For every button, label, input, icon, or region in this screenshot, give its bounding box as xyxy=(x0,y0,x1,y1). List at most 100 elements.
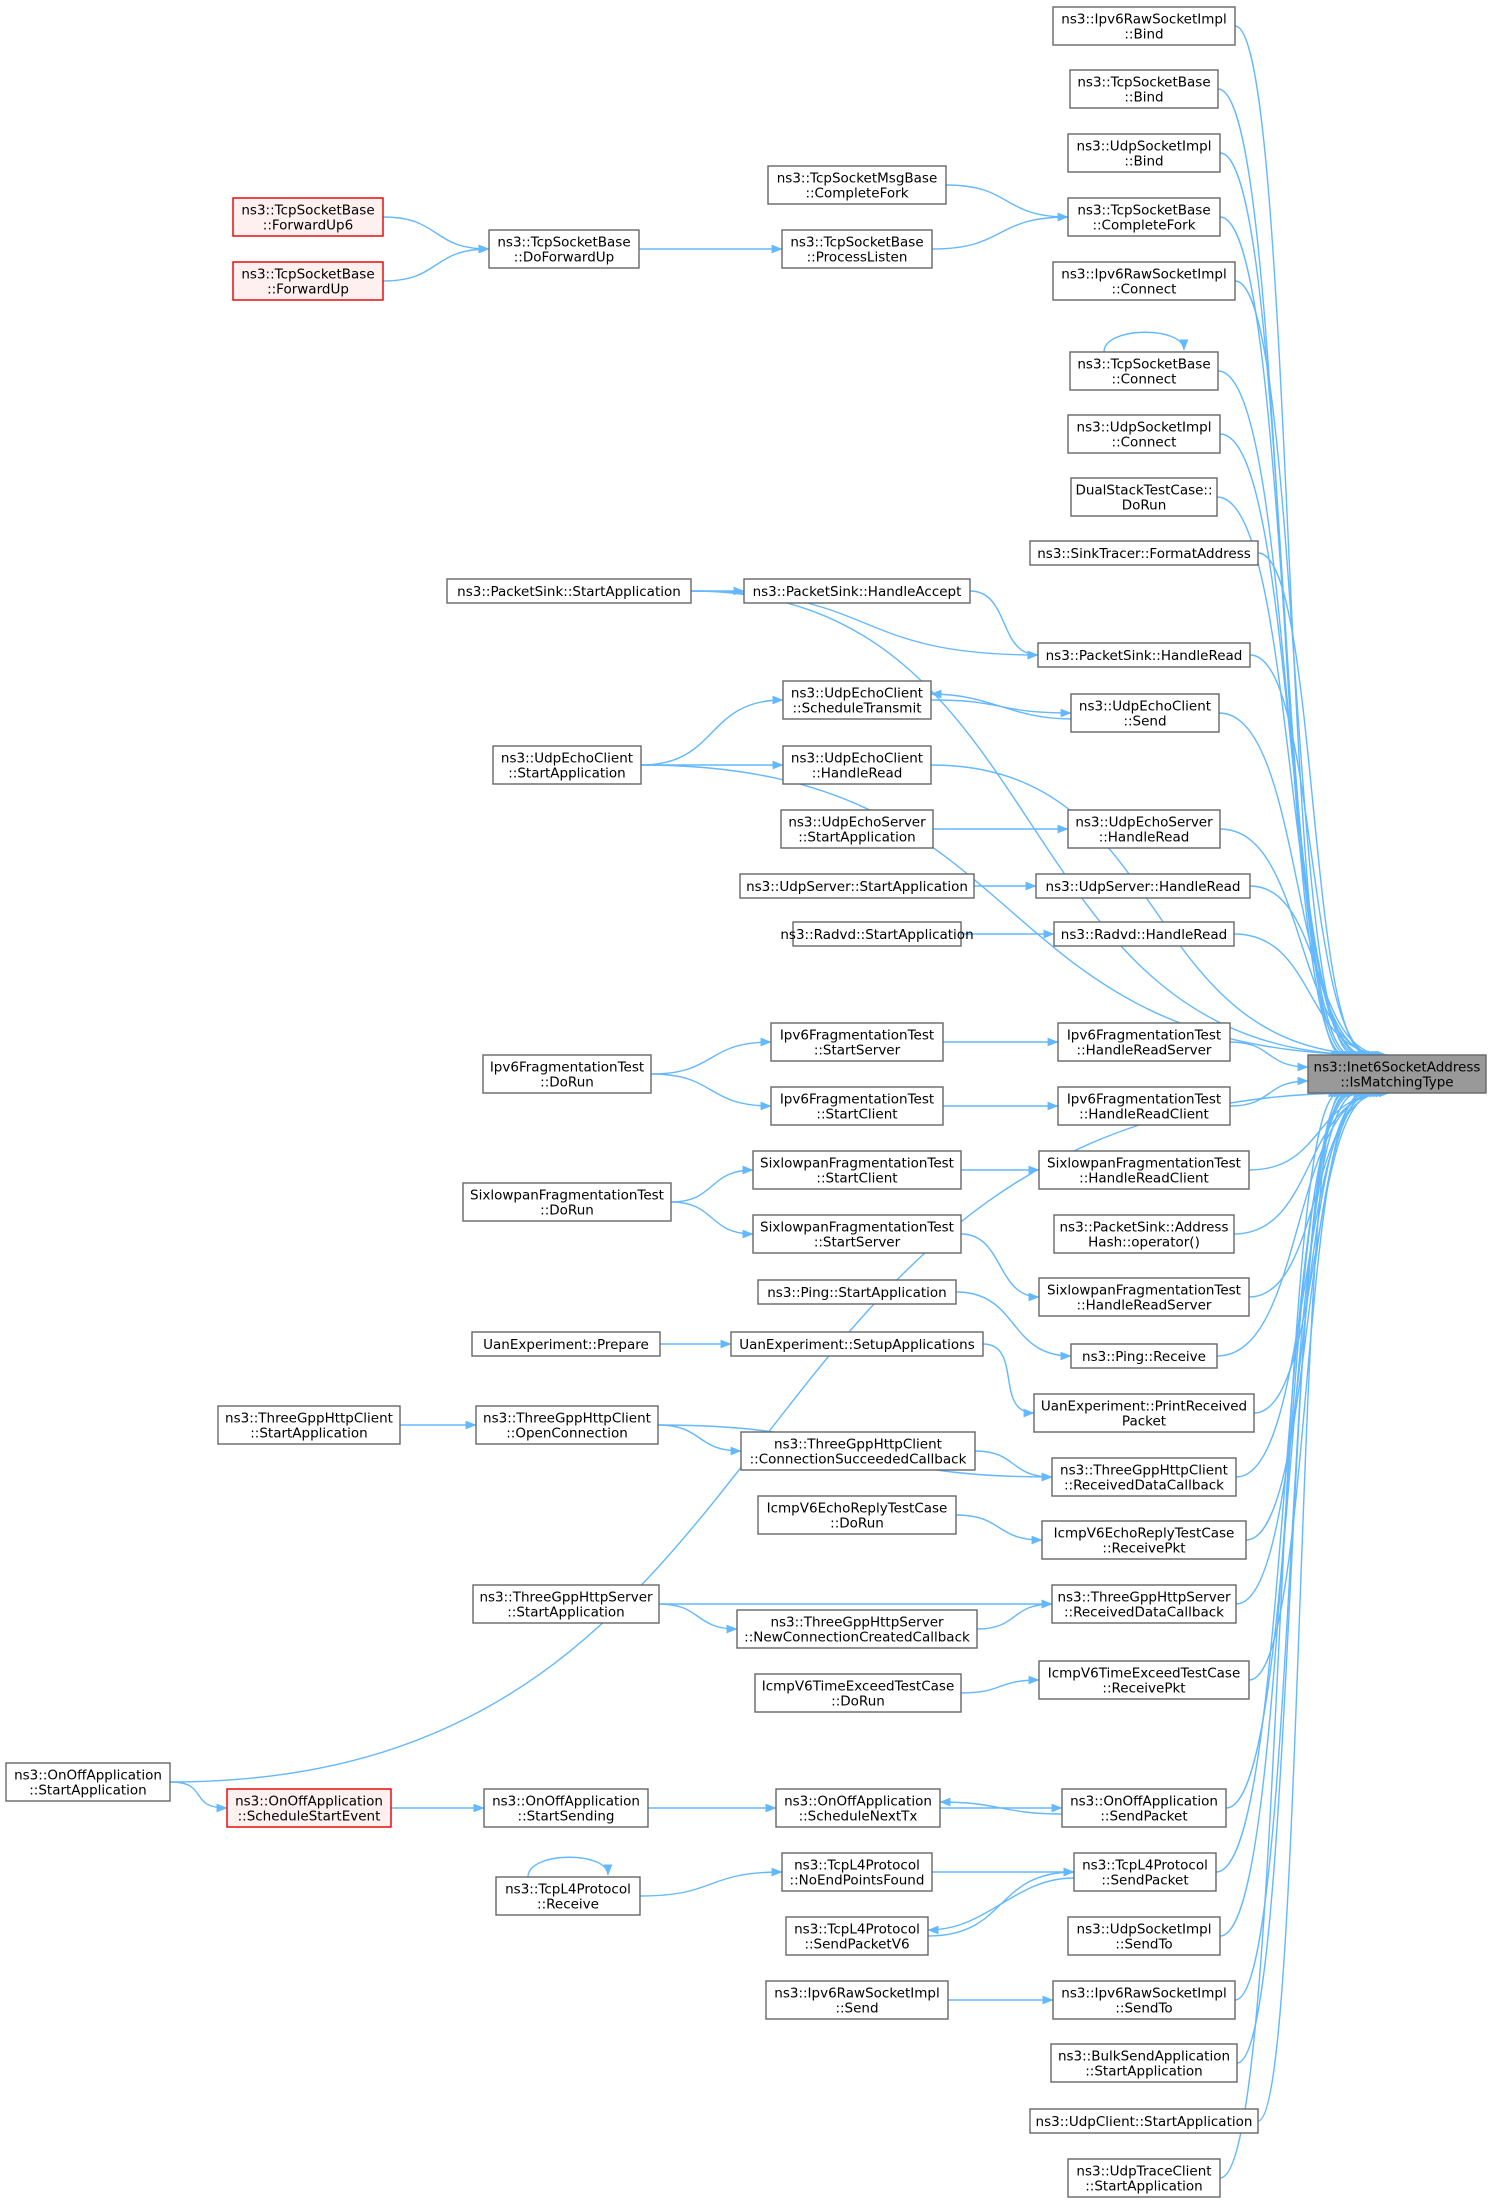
node-box xyxy=(226,1788,392,1828)
node-httpclient-connsucceeded[interactable]: ns3::ThreeGppHttpClient::ConnectionSucce… xyxy=(740,1431,976,1471)
node-sixlowpan-startclient[interactable]: SixlowpanFragmentationTest::StartClient xyxy=(752,1150,962,1190)
node-tcpbase-doforwardup[interactable]: ns3::TcpSocketBase::DoForwardUp xyxy=(488,229,640,269)
node-tcpmsgbase-completefork[interactable]: ns3::TcpSocketMsgBase::CompleteFork xyxy=(767,165,947,205)
node-ipv6raw-bind[interactable]: ns3::Ipv6RawSocketImpl::Bind xyxy=(1052,6,1236,46)
node-udpechoclient-start[interactable]: ns3::UdpEchoClient::StartApplication xyxy=(492,745,642,785)
node-httpserver-received[interactable]: ns3::ThreeGppHttpServer::ReceivedDataCal… xyxy=(1051,1584,1237,1624)
node-ipv6frag-readserver[interactable]: Ipv6FragmentationTest::HandleReadServer xyxy=(1057,1022,1231,1062)
node-tcpbase-completefork[interactable]: ns3::TcpSocketBase::CompleteFork xyxy=(1067,197,1221,237)
node-icmptime-receive[interactable]: IcmpV6TimeExceedTestCase::ReceivePkt xyxy=(1038,1660,1250,1700)
node-udpserver-start[interactable]: ns3::UdpServer::StartApplication xyxy=(739,873,975,899)
node-icmptime-dorun[interactable]: IcmpV6TimeExceedTestCase::DoRun xyxy=(754,1673,962,1713)
edge-httpserver_newconn-to-httpserver_received xyxy=(976,1599,1053,1630)
node-udptrace-start[interactable]: ns3::UdpTraceClient::StartApplication xyxy=(1067,2158,1221,2198)
node-tcpbase-processlisten[interactable]: ns3::TcpSocketBase::ProcessListen xyxy=(781,229,933,269)
node-packetsink-accept[interactable]: ns3::PacketSink::HandleAccept xyxy=(743,578,971,604)
node-tcpl4-noendpoints[interactable]: ns3::TcpL4Protocol::NoEndPointsFound xyxy=(781,1852,933,1892)
node-udpechoclient-send[interactable]: ns3::UdpEchoClient::Send xyxy=(1070,693,1220,733)
node-label: ns3::OnOffApplication xyxy=(784,1794,932,1810)
node-icmpecho-dorun[interactable]: IcmpV6EchoReplyTestCase::DoRun xyxy=(757,1495,957,1535)
node-box xyxy=(1029,540,1259,566)
node-onoff-schedulestart[interactable]: ns3::OnOffApplication::ScheduleStartEven… xyxy=(226,1788,392,1828)
node-onoff-start[interactable]: ns3::OnOffApplication::StartApplication xyxy=(5,1762,171,1802)
node-udpserver-read[interactable]: ns3::UdpServer::HandleRead xyxy=(1035,873,1251,899)
node-label: ns3::Ipv6RawSocketImpl xyxy=(1061,12,1226,28)
node-label: ns3::ThreeGppHttpClient xyxy=(774,1437,942,1453)
node-box xyxy=(770,1086,944,1126)
node-radvd-start[interactable]: ns3::Radvd::StartApplication xyxy=(780,921,974,947)
node-ipv6frag-dorun[interactable]: Ipv6FragmentationTest::DoRun xyxy=(482,1054,652,1094)
node-tcpbase-bind[interactable]: ns3::TcpSocketBase::Bind xyxy=(1069,69,1219,109)
node-udpechoclient-schedule[interactable]: ns3::UdpEchoClient::ScheduleTransmit xyxy=(782,680,932,720)
node-onoff-startsending[interactable]: ns3::OnOffApplication::StartSending xyxy=(483,1788,649,1828)
node-udpimpl-connect[interactable]: ns3::UdpSocketImpl::Connect xyxy=(1067,414,1221,454)
node-label: ::StartApplication xyxy=(29,1783,147,1799)
node-sixlowpan-readserver[interactable]: SixlowpanFragmentationTest::HandleReadSe… xyxy=(1038,1277,1250,1317)
node-onoff-sendpacket[interactable]: ns3::OnOffApplication::SendPacket xyxy=(1061,1788,1227,1828)
node-box xyxy=(1061,1788,1227,1828)
node-packetsink-read[interactable]: ns3::PacketSink::HandleRead xyxy=(1037,642,1251,668)
edge-onoff_sendpacket-to-target xyxy=(1225,1088,1358,1809)
node-box xyxy=(757,1495,957,1535)
node-box xyxy=(757,1279,957,1305)
node-sinktracer-format[interactable]: ns3::SinkTracer::FormatAddress xyxy=(1029,540,1259,566)
node-label: DoRun xyxy=(1122,498,1167,514)
node-udpimpl-bind[interactable]: ns3::UdpSocketImpl::Bind xyxy=(1067,133,1221,173)
node-sixlowpan-startserver[interactable]: SixlowpanFragmentationTest::StartServer xyxy=(752,1214,962,1254)
edge-radvd_read-to-target xyxy=(1233,933,1388,1060)
node-ipv6raw-send[interactable]: ns3::Ipv6RawSocketImpl::Send xyxy=(765,1980,949,2020)
node-ipv6raw-connect[interactable]: ns3::Ipv6RawSocketImpl::Connect xyxy=(1052,261,1236,301)
node-label: ns3::Ipv6RawSocketImpl xyxy=(774,1986,939,2002)
node-httpclient-open[interactable]: ns3::ThreeGppHttpClient::OpenConnection xyxy=(475,1405,659,1445)
node-httpclient-start[interactable]: ns3::ThreeGppHttpClient::StartApplicatio… xyxy=(217,1405,401,1445)
node-sixlowpan-dorun[interactable]: SixlowpanFragmentationTest::DoRun xyxy=(462,1182,672,1222)
node-ipv6frag-startserver[interactable]: Ipv6FragmentationTest::StartServer xyxy=(770,1022,944,1062)
node-httpserver-start[interactable]: ns3::ThreeGppHttpServer::StartApplicatio… xyxy=(472,1584,660,1624)
node-httpclient-received[interactable]: ns3::ThreeGppHttpClient::ReceivedDataCal… xyxy=(1051,1457,1237,1497)
node-onoff-schedulenext[interactable]: ns3::OnOffApplication::ScheduleNextTx xyxy=(775,1788,941,1828)
edge-tcpbase_processlisten-to-tcpbase_completefork xyxy=(931,212,1069,250)
node-target[interactable]: ns3::Inet6SocketAddress::IsMatchingType xyxy=(1307,1054,1487,1094)
node-udpechoserver-read[interactable]: ns3::UdpEchoServer::HandleRead xyxy=(1067,809,1221,849)
node-packetsink-start[interactable]: ns3::PacketSink::StartApplication xyxy=(446,578,692,604)
node-label: DualStackTestCase:: xyxy=(1075,483,1212,499)
node-udpechoserver-start[interactable]: ns3::UdpEchoServer::StartApplication xyxy=(780,809,934,849)
node-label: ::SendPacket xyxy=(1100,1809,1187,1825)
node-ipv6frag-startclient[interactable]: Ipv6FragmentationTest::StartClient xyxy=(770,1086,944,1126)
node-dualstack-dorun[interactable]: DualStackTestCase::DoRun xyxy=(1070,477,1218,517)
node-radvd-read[interactable]: ns3::Radvd::HandleRead xyxy=(1053,921,1235,947)
node-label: ::ScheduleStartEvent xyxy=(238,1809,381,1825)
node-label: IcmpV6EchoReplyTestCase xyxy=(767,1501,948,1517)
node-tcpl4-receive[interactable]: ns3::TcpL4Protocol::Receive xyxy=(495,1876,641,1916)
edge-icmptime_receive-to-target xyxy=(1248,1088,1365,1681)
node-box xyxy=(740,1431,976,1471)
edge-ipv6frag_readserver-to-target xyxy=(1229,1041,1309,1072)
node-tcpbase-forwardup[interactable]: ns3::TcpSocketBase::ForwardUp xyxy=(232,261,384,301)
node-ping-receive[interactable]: ns3::Ping::Receive xyxy=(1070,1343,1218,1369)
node-udpclient-start[interactable]: ns3::UdpClient::StartApplication xyxy=(1029,2108,1259,2134)
node-ipv6frag-readclient[interactable]: Ipv6FragmentationTest::HandleReadClient xyxy=(1057,1086,1231,1126)
node-label: ::ReceivedDataCallback xyxy=(1064,1478,1224,1494)
node-sixlowpan-readclient[interactable]: SixlowpanFragmentationTest::HandleReadCl… xyxy=(1038,1150,1250,1190)
node-label: ::DoRun xyxy=(540,1075,594,1091)
node-box xyxy=(495,1876,641,1916)
node-bulksend-start[interactable]: ns3::BulkSendApplication::StartApplicati… xyxy=(1050,2043,1238,2083)
node-httpserver-newconn[interactable]: ns3::ThreeGppHttpServer::NewConnectionCr… xyxy=(736,1609,978,1649)
node-label: ns3::TcpSocketBase xyxy=(790,235,923,251)
node-tcpl4-sendpacketv6[interactable]: ns3::TcpL4Protocol::SendPacketV6 xyxy=(785,1916,929,1956)
edge-httpclient_connsucceeded-to-httpclient_received xyxy=(974,1450,1053,1482)
node-tcpbase-forwardup6[interactable]: ns3::TcpSocketBase::ForwardUp6 xyxy=(232,197,384,237)
node-uan-setup[interactable]: UanExperiment::SetupApplications xyxy=(730,1331,984,1357)
node-icmpecho-receive[interactable]: IcmpV6EchoReplyTestCase::ReceivePkt xyxy=(1041,1520,1247,1560)
node-tcpl4-sendpacket[interactable]: ns3::TcpL4Protocol::SendPacket xyxy=(1073,1852,1217,1892)
node-udpechoclient-read[interactable]: ns3::UdpEchoClient::HandleRead xyxy=(782,745,932,785)
node-label: ns3::Ipv6RawSocketImpl xyxy=(1061,267,1226,283)
node-tcpbase-connect[interactable]: ns3::TcpSocketBase::Connect xyxy=(1069,351,1219,391)
node-udpimpl-sendto[interactable]: ns3::UdpSocketImpl::SendTo xyxy=(1067,1916,1221,1956)
node-label: ::StartApplication xyxy=(507,1605,625,1621)
node-ping-start[interactable]: ns3::Ping::StartApplication xyxy=(757,1279,957,1305)
node-uan-prepare[interactable]: UanExperiment::Prepare xyxy=(471,1331,661,1357)
node-ipv6raw-sendto[interactable]: ns3::Ipv6RawSocketImpl::SendTo xyxy=(1052,1980,1236,2020)
